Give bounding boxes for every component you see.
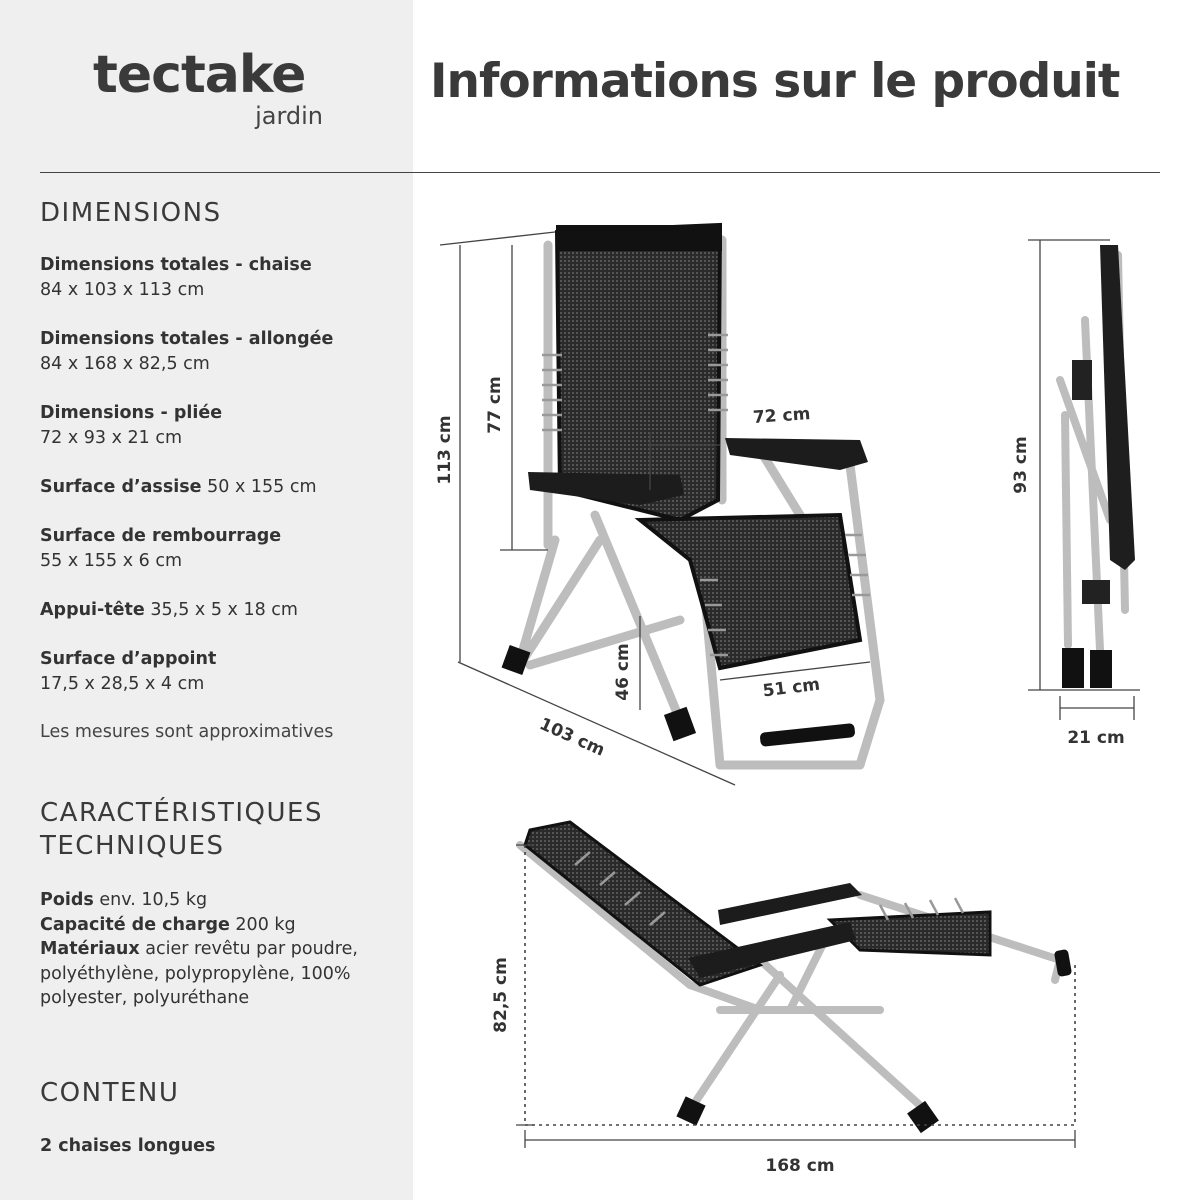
tech-specs: Poids env. 10,5 kg Capacité de charge 20…: [40, 888, 400, 1011]
contents-text: 2 chaises longues: [40, 1136, 216, 1156]
spec-label: Poids: [40, 890, 94, 910]
spec-value: 84 x 168 x 82,5 cm: [40, 353, 210, 374]
sidebar-panel: [0, 0, 413, 1200]
dimension-lines: [439, 231, 871, 786]
spec-value: 35,5 x 5 x 18 cm: [150, 600, 298, 620]
chair-folded-illustration: [1056, 245, 1135, 688]
label-seat-height: 46 cm: [613, 643, 633, 700]
spec-value: 200 kg: [235, 914, 296, 935]
contents-value: 2 chaises longues: [40, 1134, 400, 1159]
tech-heading: CARACTÉRISTIQUES TECHNIQUES: [40, 797, 400, 863]
spec-value: env. 10,5 kg: [99, 890, 208, 910]
spec-item: Surface d’assise 50 x 155 cm: [40, 475, 400, 500]
tech-heading-line2: TECHNIQUES: [40, 831, 225, 861]
spec-item: Dimensions - pliée 72 x 93 x 21 cm: [40, 401, 400, 450]
spec-value: 50 x 155 cm: [207, 477, 317, 497]
dimension-ticks-reclined: [516, 844, 1076, 1148]
spec-item: Surface d’appoint 17,5 x 28,5 x 4 cm: [40, 647, 400, 696]
spec-value: 17,5 x 28,5 x 4 cm: [40, 673, 205, 694]
header-divider: [40, 172, 1160, 173]
contents-heading: CONTENU: [40, 1078, 180, 1108]
brand-logo: tectake jardin: [93, 44, 323, 130]
spec-item: Dimensions totales - chaise 84 x 103 x 1…: [40, 253, 400, 302]
spec-label: Capacité de charge: [40, 914, 230, 935]
page-title: Informations sur le produit: [430, 54, 1120, 109]
spec-label: Matériaux: [40, 939, 140, 959]
spec-label: Surface d’assise: [40, 477, 202, 497]
spec-label: Dimensions totales - chaise: [40, 255, 312, 275]
spec-label: Appui-tête: [40, 600, 145, 620]
label-depth: 103 cm: [536, 714, 607, 760]
approx-note: Les mesures sont approximatives: [40, 722, 334, 742]
label-seat-width: 51 cm: [762, 675, 821, 702]
tech-heading-line1: CARACTÉRISTIQUES: [40, 798, 323, 828]
spec-label: Surface d’appoint: [40, 649, 217, 669]
spec-item: Surface de rembourrage 55 x 155 x 6 cm: [40, 524, 400, 573]
spec-value: 55 x 155 x 6 cm: [40, 550, 182, 571]
label-folded-height: 93 cm: [1011, 436, 1031, 493]
spec-value: acier revêtu par poudre, polyéthylène, p…: [40, 939, 358, 1008]
spec-label: Dimensions - pliée: [40, 403, 223, 423]
brand-name: tectake: [93, 45, 306, 105]
label-arm-width: 72 cm: [752, 404, 811, 428]
brand-subtitle: jardin: [255, 102, 323, 130]
dimension-lines-folded: [1028, 239, 1140, 720]
label-back-height: 77 cm: [485, 376, 505, 433]
dimensions-heading: DIMENSIONS: [40, 198, 222, 228]
chair-upright-illustration: [501, 222, 885, 770]
dimension-lines-reclined: [524, 845, 1076, 1126]
spec-label: Surface de rembourrage: [40, 526, 282, 546]
label-reclined-length: 168 cm: [765, 1156, 834, 1176]
spec-item: Dimensions totales - allongée 84 x 168 x…: [40, 327, 400, 376]
spec-item: Appui-tête 35,5 x 5 x 18 cm: [40, 598, 400, 623]
spec-value: 84 x 103 x 113 cm: [40, 279, 205, 300]
label-folded-depth: 21 cm: [1067, 728, 1124, 748]
spec-value: 72 x 93 x 21 cm: [40, 427, 182, 448]
chair-reclined-illustration: [516, 820, 1072, 1134]
label-chair-height: 113 cm: [435, 415, 455, 484]
spec-label: Dimensions totales - allongée: [40, 329, 334, 349]
label-reclined-height: 82,5 cm: [491, 957, 511, 1033]
